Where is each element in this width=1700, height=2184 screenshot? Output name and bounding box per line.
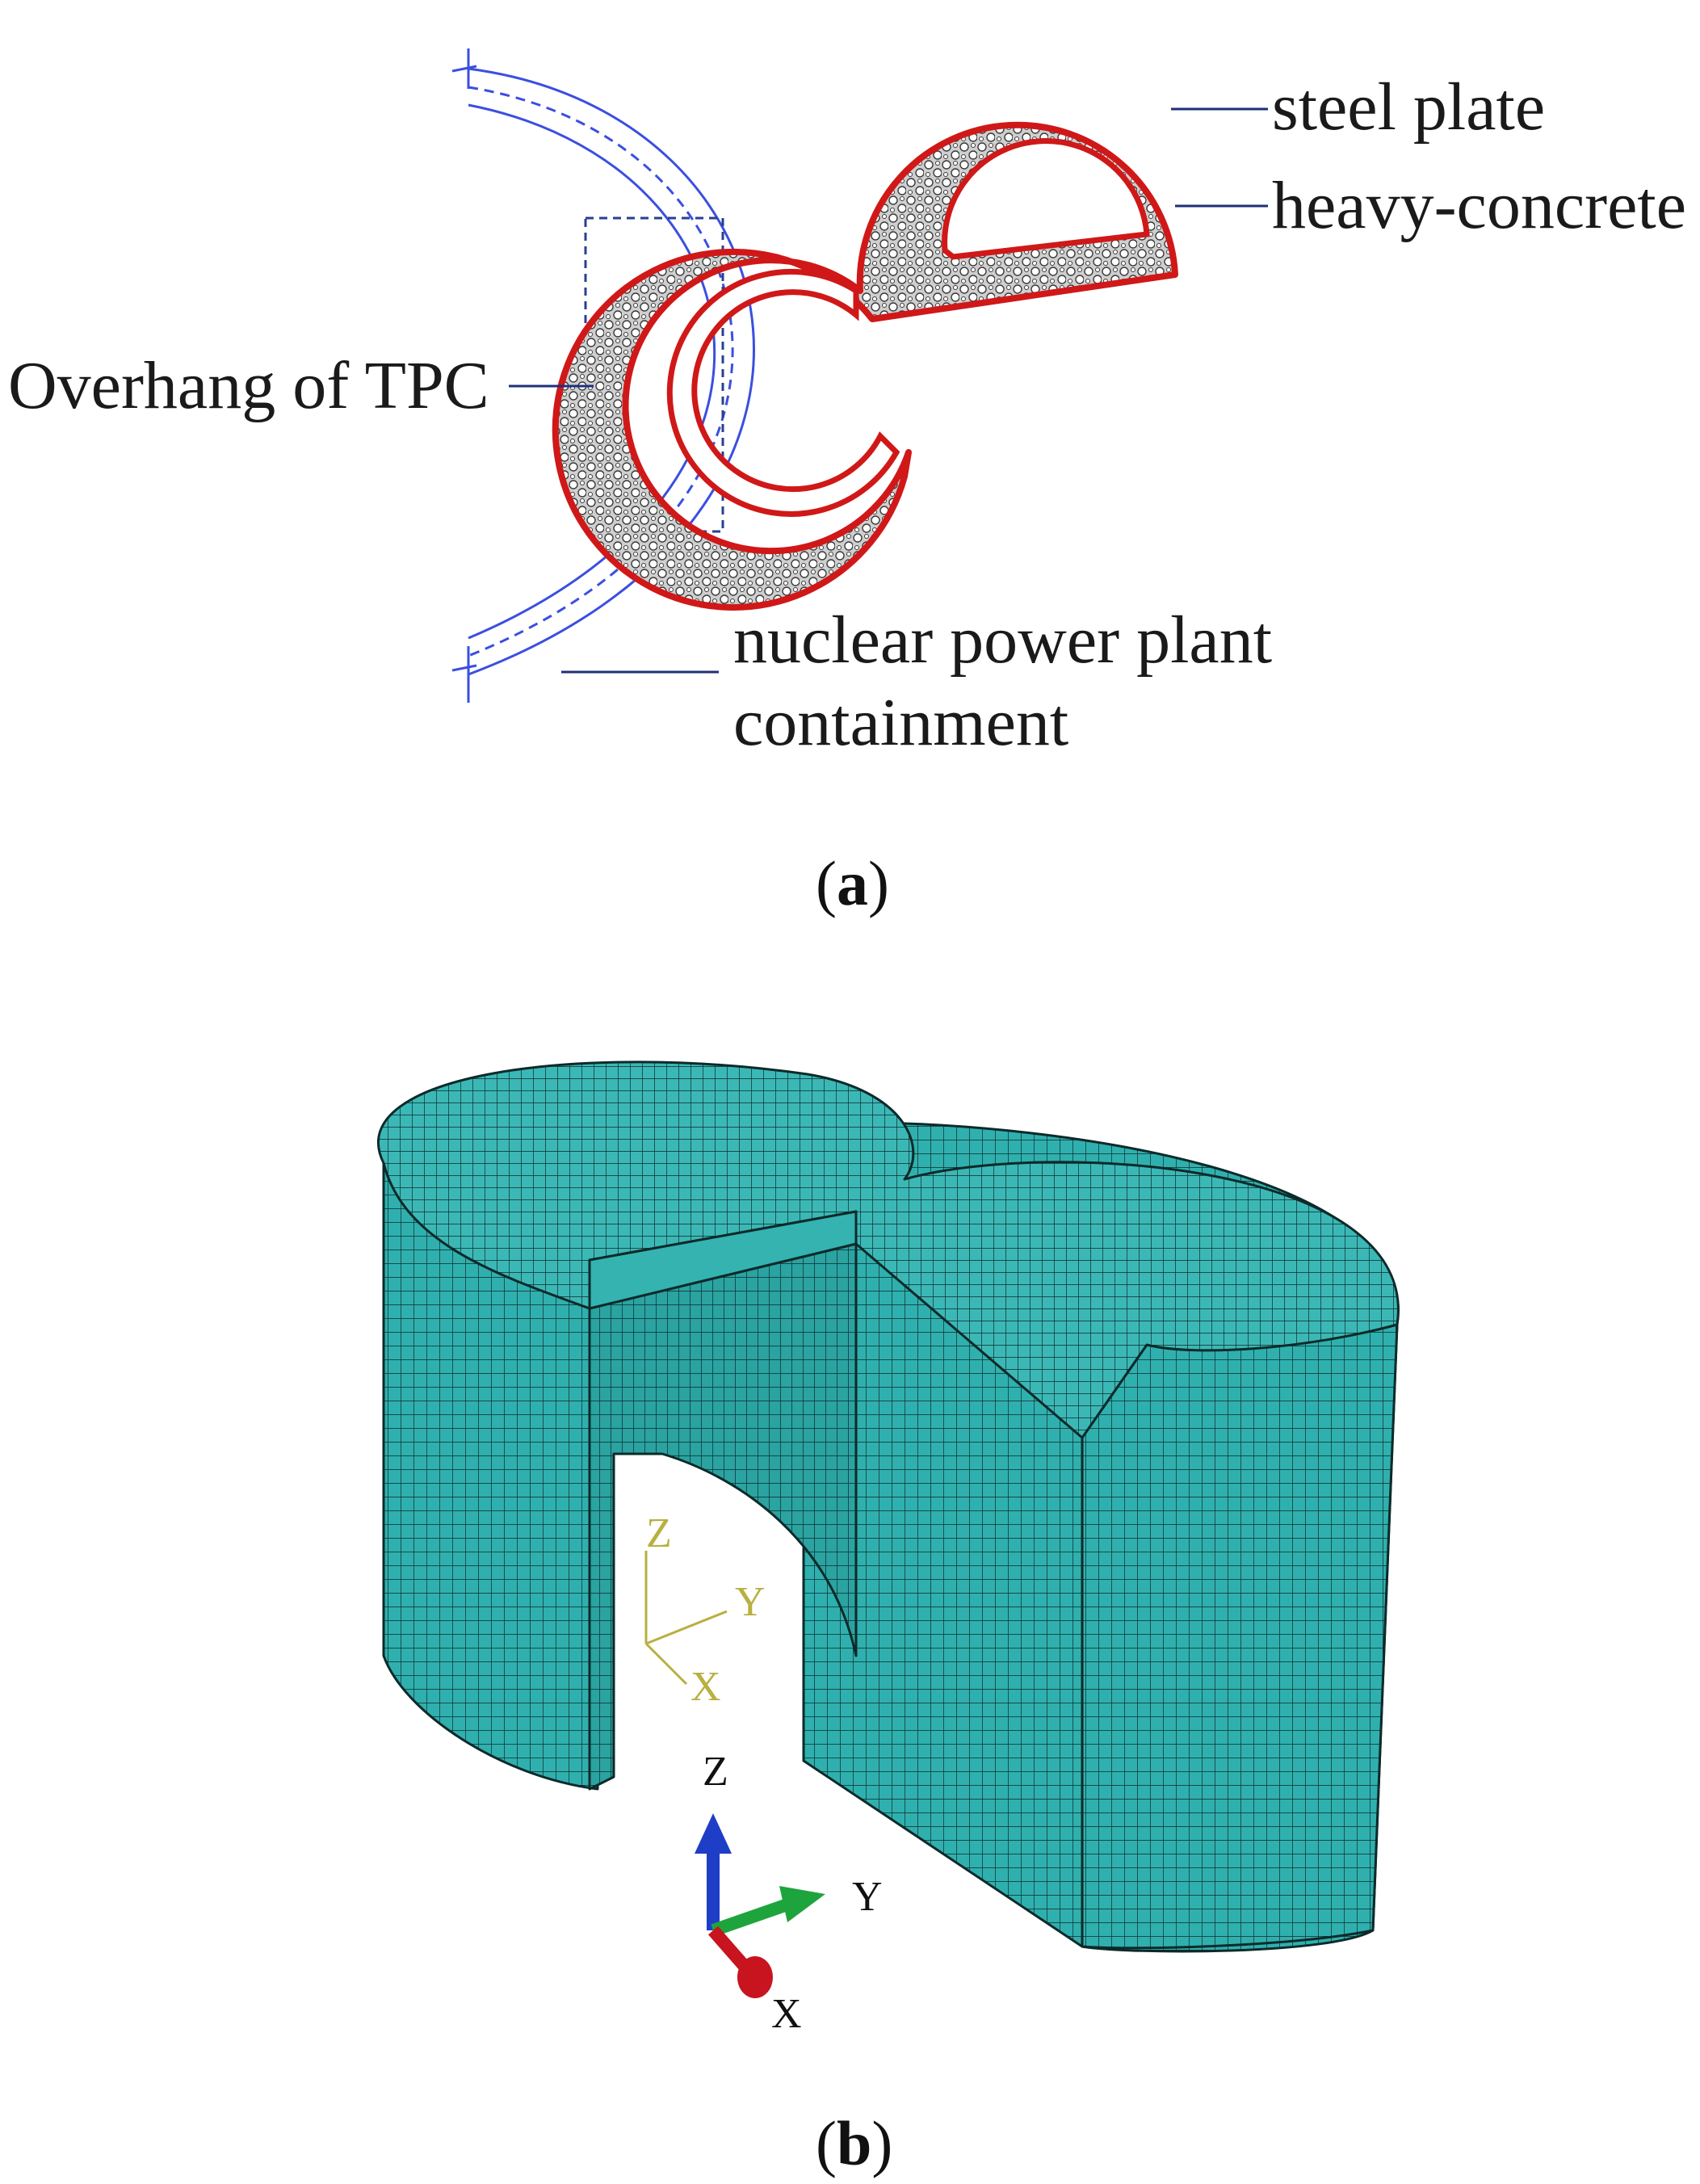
small-axis-z: Z xyxy=(646,1510,672,1556)
label-heavy-concrete: heavy-concrete xyxy=(1272,168,1686,243)
caption-b: (b) xyxy=(816,2108,892,2178)
main-axis-y: Y xyxy=(852,1874,883,1920)
label-steel-plate: steel plate xyxy=(1272,69,1545,145)
x-arrow-icon xyxy=(737,1956,773,1998)
d-hole xyxy=(942,138,1150,260)
top-ledge xyxy=(588,1210,858,1310)
leader-lines xyxy=(509,107,1268,674)
main-axis-x: X xyxy=(771,1991,802,2037)
mesh-model xyxy=(376,1060,1400,1953)
inner-arch-wall xyxy=(588,1242,858,1791)
panel-b: Z Y X Z Y X (b) xyxy=(376,1060,1400,2178)
small-axis-triad xyxy=(644,1551,728,1686)
main-axis-z: Z xyxy=(703,1749,728,1795)
y-arrow-icon xyxy=(779,1886,825,1922)
label-containment-line1: nuclear power plant xyxy=(733,603,1272,678)
right-front-face xyxy=(1081,1323,1399,1950)
tpc-section xyxy=(552,121,1178,611)
panel-a: steel plate heavy-concrete Overhang of T… xyxy=(8,48,1686,918)
caption-a: (a) xyxy=(816,848,889,918)
c-hole xyxy=(666,269,900,517)
small-axis-y: Y xyxy=(735,1579,766,1625)
z-arrow-icon xyxy=(695,1813,732,1854)
label-overhang: Overhang of TPC xyxy=(8,348,489,423)
small-axis-x: X xyxy=(690,1664,721,1710)
label-containment-line2: containment xyxy=(733,685,1068,760)
main-axis-triad xyxy=(695,1813,825,1998)
